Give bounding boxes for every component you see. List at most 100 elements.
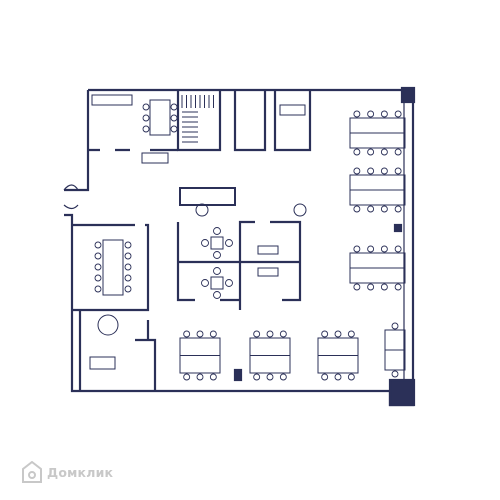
house-logo-icon <box>22 461 42 483</box>
desk-chair <box>253 373 261 381</box>
meeting-tables <box>89 94 307 370</box>
meeting-chair <box>142 114 150 122</box>
meeting-chair <box>94 241 102 249</box>
desk-chair <box>380 167 388 175</box>
meeting-chair <box>170 125 178 133</box>
top-pillar <box>400 86 416 104</box>
desk-chair <box>394 283 402 291</box>
desk-chair <box>334 330 342 338</box>
desk-chair <box>183 373 191 381</box>
meeting-chair <box>142 103 150 111</box>
desk-chair <box>367 148 375 156</box>
desk-chair <box>266 330 274 338</box>
pod-chair <box>213 267 221 275</box>
desk-chair <box>353 148 361 156</box>
desk-chair <box>279 373 287 381</box>
workstation-blocks <box>179 117 406 374</box>
watermark-text: Домклик <box>47 464 114 480</box>
service-wall <box>233 90 267 152</box>
entry-door <box>63 184 79 210</box>
desk-chair <box>196 373 204 381</box>
desk-chair <box>353 283 361 291</box>
desk-chair <box>196 330 204 338</box>
stair-wall <box>176 90 222 152</box>
server-wall <box>273 90 312 152</box>
desk-chair <box>367 205 375 213</box>
desk-chair <box>183 330 191 338</box>
chairs <box>94 103 402 381</box>
meeting-chair <box>124 285 132 293</box>
desk-chair <box>253 330 261 338</box>
desk-chair <box>347 330 355 338</box>
column-marker-2 <box>233 368 243 382</box>
pod-chair <box>213 227 221 235</box>
meeting-chair <box>94 252 102 260</box>
desk-chair <box>367 283 375 291</box>
stairs <box>181 95 214 143</box>
desk-chair <box>394 167 402 175</box>
meeting-chair <box>94 274 102 282</box>
meeting-room-table <box>102 239 124 296</box>
desk-chair <box>380 205 388 213</box>
pod-bench <box>257 267 279 277</box>
walls <box>63 86 416 407</box>
meeting-chair <box>94 285 102 293</box>
desk-chair <box>353 167 361 175</box>
pod-chair <box>213 251 221 259</box>
watermark: Домклик <box>22 458 113 486</box>
desk-chair <box>394 205 402 213</box>
reception-desk <box>179 187 236 206</box>
desk-chair <box>394 148 402 156</box>
lounge-plant <box>293 203 307 217</box>
lounge-sofa <box>141 152 169 164</box>
desk-chair <box>279 330 287 338</box>
meeting-chair <box>170 114 178 122</box>
desk-chair <box>334 373 342 381</box>
desk-chair <box>380 148 388 156</box>
meeting-chair <box>124 241 132 249</box>
desk-chair <box>380 245 388 253</box>
desk-chair <box>367 245 375 253</box>
pod-chair <box>201 239 209 247</box>
desk-chair <box>209 373 217 381</box>
boardroom-table <box>149 99 171 136</box>
reception-chair <box>195 203 209 217</box>
meeting-chair <box>124 274 132 282</box>
pod-chair <box>201 279 209 287</box>
desk-chair <box>321 330 329 338</box>
corner-pillar <box>388 378 416 407</box>
kitchen-counter <box>91 94 133 106</box>
pod-chair <box>225 239 233 247</box>
desk-chair <box>380 110 388 118</box>
desk-chair <box>347 373 355 381</box>
meeting-chair <box>124 252 132 260</box>
pod-chair <box>225 279 233 287</box>
meeting-chair <box>142 125 150 133</box>
desk-chair <box>353 245 361 253</box>
pod-table <box>210 236 224 250</box>
desk-chair <box>353 205 361 213</box>
pod-chair <box>213 291 221 299</box>
meeting-room-wall <box>72 223 150 312</box>
small-office-wall <box>78 310 157 390</box>
column-marker <box>393 223 403 233</box>
desk-chair <box>367 167 375 175</box>
desk-chair <box>380 283 388 291</box>
desk-chair <box>321 373 329 381</box>
desk-chair <box>209 330 217 338</box>
desk-chair <box>394 245 402 253</box>
central-pod-wall <box>176 220 302 310</box>
meeting-chair <box>94 263 102 271</box>
pod-table <box>210 276 224 290</box>
server-desk <box>279 104 306 116</box>
desk-chair <box>266 373 274 381</box>
desk-chair <box>367 110 375 118</box>
outer-wall <box>64 88 415 407</box>
round-table <box>97 314 119 336</box>
meeting-chair <box>124 263 132 271</box>
desk-chair <box>394 110 402 118</box>
desk-chair <box>353 110 361 118</box>
meeting-chair <box>170 103 178 111</box>
pod-bench <box>257 245 279 255</box>
